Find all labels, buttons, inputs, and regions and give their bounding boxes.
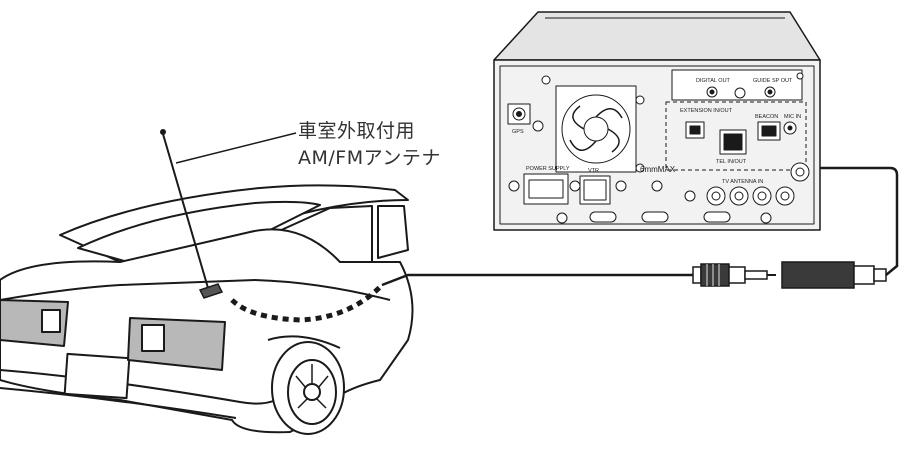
callout-line-1: 車室外取付用 bbox=[298, 120, 416, 142]
antenna-adapter-plug bbox=[692, 263, 776, 287]
car-illustration bbox=[0, 184, 414, 435]
vtr-label: VTR bbox=[588, 168, 599, 174]
antenna-extension-plug bbox=[781, 261, 887, 289]
head-unit-labels: DIGITAL OUT GUIDE SP OUT EXTENSION IN/OU… bbox=[512, 78, 801, 185]
guide-sp-out-label: GUIDE SP OUT bbox=[753, 78, 793, 84]
am-fm-antenna bbox=[160, 129, 224, 299]
digital-out-label: DIGITAL OUT bbox=[696, 78, 731, 84]
extension-inout-label: EXTENSION IN/OUT bbox=[680, 108, 733, 114]
gps-label: GPS bbox=[512, 129, 524, 135]
head-unit bbox=[493, 11, 821, 231]
callout-line-2: AM/FMアンテナ bbox=[298, 147, 441, 169]
unit-antenna-cable bbox=[806, 166, 899, 276]
callout-leader bbox=[175, 132, 297, 164]
power-supply-label: POWER SUPPLY bbox=[526, 166, 570, 172]
antenna-cable bbox=[381, 273, 695, 287]
screw-spec-label: 6mmMAX bbox=[640, 165, 676, 174]
mic-in-label: MIC IN bbox=[784, 114, 801, 120]
beacon-label: BEACON bbox=[755, 114, 778, 120]
tv-antenna-in-label: TV ANTENNA IN bbox=[722, 179, 763, 185]
tel-inout-label: TEL IN/OUT bbox=[716, 159, 747, 165]
antenna-callout: 車室外取付用 AM/FMアンテナ bbox=[298, 118, 441, 172]
